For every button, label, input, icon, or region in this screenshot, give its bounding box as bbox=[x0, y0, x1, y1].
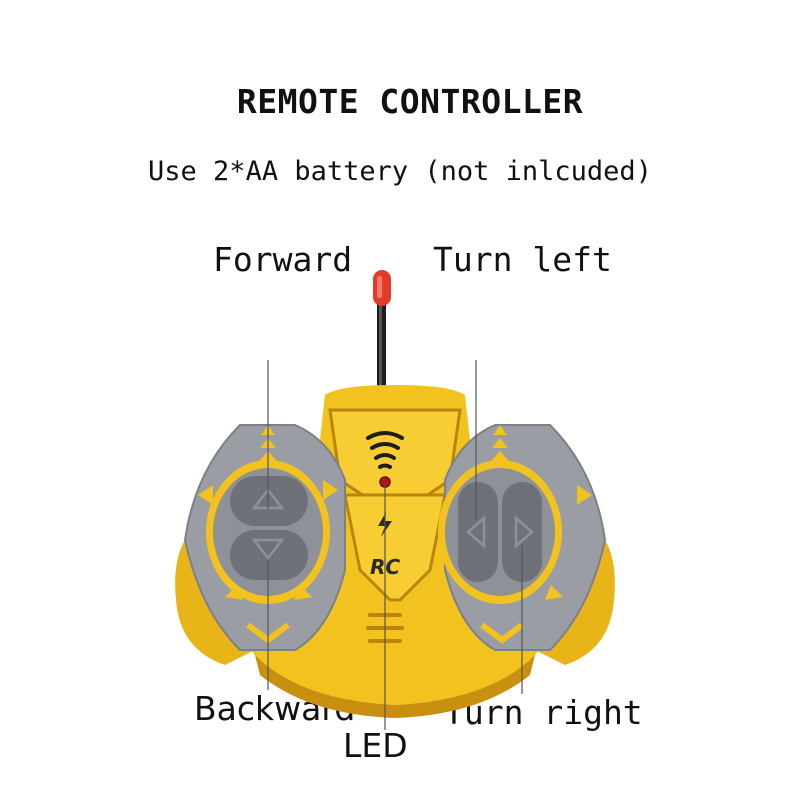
turn-left-button[interactable] bbox=[458, 482, 498, 582]
forward-label: Forward bbox=[213, 240, 353, 279]
turn-left-label: Turn left bbox=[433, 240, 612, 279]
backward-button[interactable] bbox=[230, 530, 308, 580]
signal-icon bbox=[366, 431, 404, 469]
antenna bbox=[373, 270, 391, 390]
leader-lines bbox=[267, 360, 523, 730]
battery-note: Use 2*AA battery (not inlcuded) bbox=[148, 156, 652, 187]
left-triangle-icon bbox=[466, 515, 486, 549]
forward-button[interactable] bbox=[230, 476, 308, 526]
turn-right-button[interactable] bbox=[502, 482, 542, 582]
page-title: REMOTE CONTROLLER bbox=[236, 82, 584, 121]
right-triangle-icon bbox=[514, 515, 534, 549]
led-label: LED bbox=[343, 726, 408, 765]
center-crest bbox=[328, 408, 462, 502]
down-triangle-icon bbox=[251, 538, 285, 561]
turn-right-label: Turn right bbox=[444, 693, 643, 732]
